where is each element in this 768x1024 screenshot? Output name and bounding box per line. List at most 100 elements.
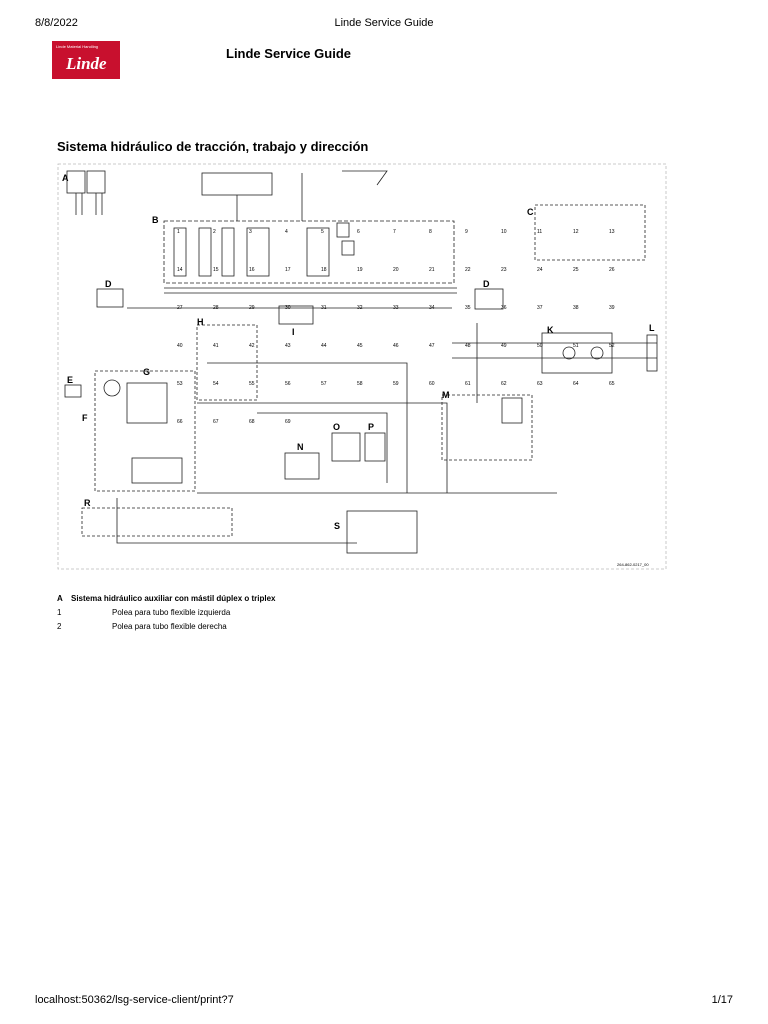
diagram-label-m: M <box>442 390 450 400</box>
callout-number: 27 <box>177 305 183 311</box>
diagram-label-d-right: D <box>483 279 490 289</box>
legend-desc: Polea para tubo flexible derecha <box>112 622 227 631</box>
legend-desc: Sistema hidráulico auxiliar con mástil d… <box>71 594 276 603</box>
callout-number: 68 <box>249 419 255 425</box>
callout-number: 32 <box>357 305 363 311</box>
diagram-label-p: P <box>368 422 374 432</box>
callout-number: 65 <box>609 381 615 387</box>
callout-number: 6 <box>357 229 360 235</box>
callout-number: 43 <box>285 343 291 349</box>
page-title: Linde Service Guide <box>226 46 351 61</box>
callout-number: 16 <box>249 267 255 273</box>
callout-number: 14 <box>177 267 183 273</box>
diagram-reference: 264-862-0217_00 <box>617 562 649 567</box>
callout-number: 46 <box>393 343 399 349</box>
callout-number: 19 <box>357 267 363 273</box>
callout-number: 35 <box>465 305 471 311</box>
diagram-label-n: N <box>297 442 304 452</box>
callout-number: 15 <box>213 267 219 273</box>
callout-number: 11 <box>537 229 542 235</box>
diagram-label-a: A <box>62 173 69 183</box>
logo-tagline: Linde Material Handling <box>56 44 99 49</box>
diagram-label-o: O <box>333 422 340 432</box>
valve-s <box>346 510 418 554</box>
pump-group-g <box>94 370 196 492</box>
diagram-label-i: I <box>292 327 295 337</box>
callout-number: 63 <box>537 381 543 387</box>
callout-number: 38 <box>573 305 579 311</box>
callout-number: 51 <box>573 343 579 349</box>
callout-number: 18 <box>321 267 327 273</box>
sensor-box-d-right <box>474 288 504 310</box>
callout-number: 10 <box>501 229 507 235</box>
callout-number: 5 <box>321 229 324 235</box>
diagram-label-h: H <box>197 317 204 327</box>
callout-number: 30 <box>285 305 291 311</box>
callout-number: 21 <box>429 267 435 273</box>
callout-number: 55 <box>249 381 255 387</box>
pulley-assembly-a <box>66 170 106 215</box>
diagram-label-d-left: D <box>105 279 112 289</box>
callout-number: 34 <box>429 305 435 311</box>
diagram-label-f: F <box>82 413 88 423</box>
print-url: localhost:50362/lsg-service-client/print… <box>35 994 234 1006</box>
diagram-label-e: E <box>67 375 73 385</box>
callout-number: 37 <box>537 305 543 311</box>
callout-number: 12 <box>573 229 579 235</box>
cylinder <box>201 172 273 196</box>
callout-number: 52 <box>609 343 615 349</box>
callout-number: 54 <box>213 381 219 387</box>
callout-number: 25 <box>573 267 579 273</box>
linde-logo: Linde Material Handling Linde <box>52 41 120 79</box>
callout-number: 13 <box>609 229 615 235</box>
callout-number: 31 <box>321 305 327 311</box>
callout-number: 24 <box>537 267 543 273</box>
legend-row: 1 Polea para tubo flexible izquierda <box>57 608 617 622</box>
callout-number: 29 <box>249 305 255 311</box>
callout-number: 56 <box>285 381 291 387</box>
callout-number: 60 <box>429 381 435 387</box>
callout-number: 39 <box>609 305 615 311</box>
steering-unit-k <box>541 332 613 374</box>
callout-number: 50 <box>537 343 543 349</box>
callout-number: 4 <box>285 229 288 235</box>
motor-e <box>64 384 82 398</box>
print-date: 8/8/2022 <box>35 17 78 29</box>
callout-number: 22 <box>465 267 471 273</box>
filter-n <box>284 452 320 480</box>
callout-number: 41 <box>213 343 219 349</box>
diagram-label-k: K <box>547 325 554 335</box>
callout-number: 1 <box>177 229 180 235</box>
diagram-label-g: G <box>143 367 150 377</box>
callout-number: 2 <box>213 229 216 235</box>
steering-cylinder-l <box>646 334 658 372</box>
print-page-number: 1/17 <box>711 994 733 1006</box>
callout-number: 53 <box>177 381 183 387</box>
valve-p <box>364 432 386 462</box>
electrical-box-c <box>534 204 646 261</box>
control-valve-block-b <box>163 220 457 294</box>
callout-number: 7 <box>393 229 396 235</box>
callout-number: 62 <box>501 381 507 387</box>
callout-number: 20 <box>393 267 399 273</box>
callout-number: 66 <box>177 419 183 425</box>
legend-key: 1 <box>57 608 62 617</box>
callout-number: 69 <box>285 419 291 425</box>
sensor-box-d-left <box>96 288 124 308</box>
callout-number: 58 <box>357 381 363 387</box>
section-title: Sistema hidráulico de tracción, trabajo … <box>57 139 369 154</box>
filter-i <box>278 305 314 325</box>
callout-number: 47 <box>429 343 435 349</box>
callout-number: 9 <box>465 229 468 235</box>
callout-number: 67 <box>213 419 219 425</box>
valve-block-m <box>441 394 533 461</box>
callout-number: 36 <box>501 305 507 311</box>
diagram-label-l: L <box>649 323 655 333</box>
callout-number: 45 <box>357 343 363 349</box>
diagram-label-b: B <box>152 215 159 225</box>
callout-number: 3 <box>249 229 252 235</box>
diagram-label-c: C <box>527 207 534 217</box>
callout-number: 28 <box>213 305 219 311</box>
valve-o <box>331 432 361 462</box>
